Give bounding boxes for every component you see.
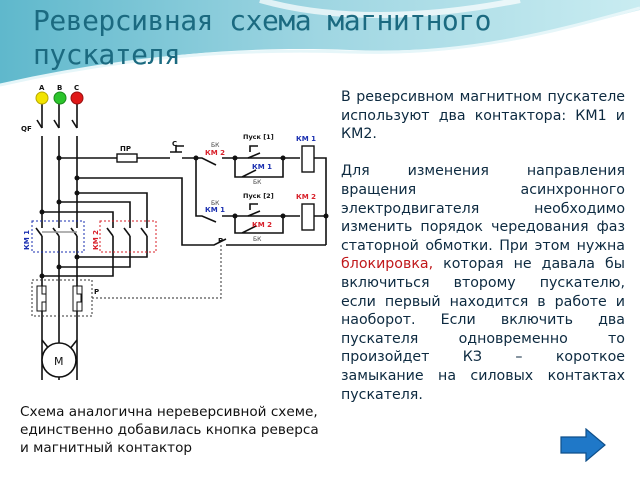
phase-a-indicator (35, 91, 49, 105)
km2-hold-label: КМ 2 (252, 221, 272, 229)
start2-label: Пуск [2] (243, 192, 274, 200)
bk-label: БК (211, 142, 220, 149)
km2-coil-label: КМ 2 (296, 193, 316, 201)
relay-contact-label: Р (218, 237, 223, 245)
km2-contactor-box (99, 220, 157, 253)
phase-c-label: C (74, 84, 79, 92)
bk-label: БК (253, 179, 262, 186)
highlight-interlock: блокировка, (341, 256, 434, 273)
phase-b-indicator (53, 91, 67, 105)
motor-label: М (54, 355, 64, 368)
km1-interlock-label: КМ 1 (205, 206, 225, 214)
phase-a-label: A (39, 84, 45, 92)
reversing-starter-circuit-diagram: A B C QF ПР С Пуск [1] Пуск [2] Р Р М БК… (21, 84, 329, 380)
fuse (116, 153, 138, 163)
bk-label: БК (211, 200, 220, 207)
next-slide-arrow-icon[interactable] (560, 428, 606, 462)
km2-interlock-label: КМ 2 (205, 149, 225, 157)
paragraph-interlock: Для изменения направления вращения асинх… (341, 162, 625, 404)
km1-power-label: КМ 1 (23, 230, 31, 250)
coil-km1 (301, 145, 315, 173)
header-wave-background (0, 0, 640, 87)
km2-power-label: КМ 2 (92, 230, 100, 250)
paragraph-contactors: В реверсивном магнитном пускателе исполь… (341, 89, 625, 143)
breaker-label: QF (21, 125, 32, 133)
explanation-text: В реверсивном магнитном пускателе исполь… (341, 88, 625, 423)
stop-label: С (172, 140, 177, 148)
diagram-caption: Схема аналогична нереверсивной схеме, ед… (20, 404, 319, 456)
motor (41, 342, 77, 378)
fuse-label: ПР (120, 145, 131, 153)
start1-label: Пуск [1] (243, 133, 274, 141)
thermal-relay-box (31, 279, 93, 317)
km1-coil-label: КМ 1 (296, 135, 316, 143)
km1-hold-label: КМ 1 (252, 163, 272, 171)
slide-title: Реверсивная схема магнитного пускателя (33, 4, 492, 71)
phase-c-indicator (70, 91, 84, 105)
coil-km2 (301, 203, 315, 231)
km1-contactor-box (31, 220, 85, 253)
phase-b-label: B (57, 84, 62, 92)
bk-label: БК (253, 236, 262, 243)
thermal-relay-label: Р (94, 288, 99, 296)
paragraph-text: которая не давала бы включиться второму … (341, 256, 625, 403)
paragraph-text: Для изменения направления вращения асинх… (341, 163, 625, 254)
